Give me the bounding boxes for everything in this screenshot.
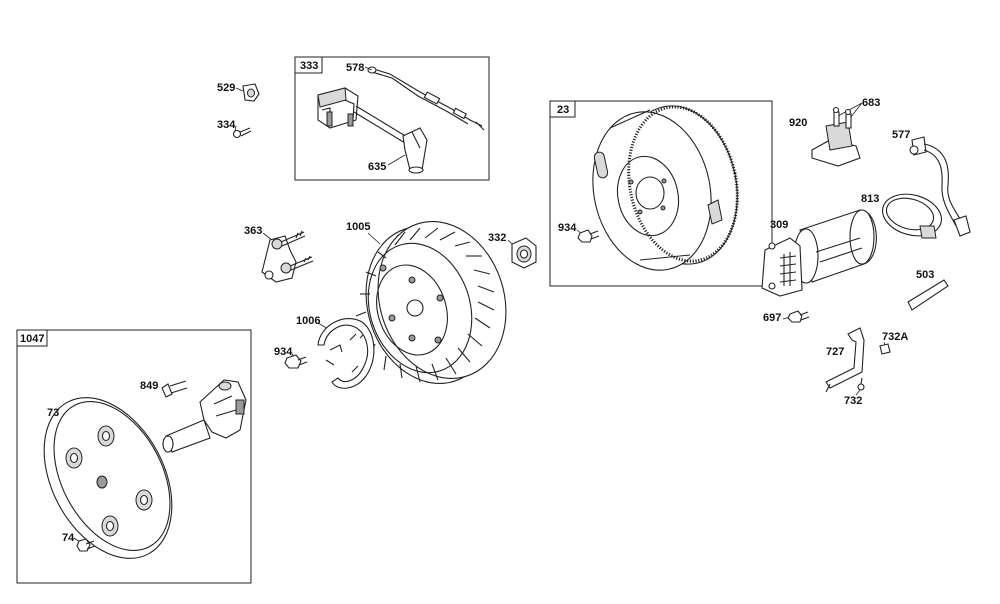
part-1006-ring: 1006 xyxy=(296,315,375,389)
label-727: 727 xyxy=(826,346,844,358)
part-309-starter: 309 xyxy=(761,209,877,297)
label-934-left: 934 xyxy=(274,346,293,358)
group-333: 333 578 635 xyxy=(294,56,490,181)
label-503: 503 xyxy=(916,269,934,281)
part-934-left: 934 xyxy=(274,346,308,369)
label-920: 920 xyxy=(789,117,807,129)
box-23-text: 23 xyxy=(557,104,569,116)
part-732A: 732A xyxy=(879,331,908,355)
label-732: 732 xyxy=(844,395,862,407)
group-23: 23 934 xyxy=(549,100,773,287)
ground-wire xyxy=(367,66,485,131)
label-577: 577 xyxy=(892,129,910,141)
label-635: 635 xyxy=(368,161,386,173)
part-529: 529 xyxy=(217,82,260,102)
recoil-cover xyxy=(43,397,173,559)
part-697: 697 xyxy=(763,310,810,324)
label-74: 74 xyxy=(62,532,75,544)
label-332: 332 xyxy=(488,232,506,244)
part-363: 363 xyxy=(244,225,314,283)
part-577-cable: 577 xyxy=(892,129,971,237)
box-333-tag xyxy=(294,56,323,74)
ignition-module xyxy=(317,87,428,174)
label-934-flywheel: 934 xyxy=(558,222,577,234)
box-1047-tag xyxy=(16,329,48,347)
label-1006: 1006 xyxy=(296,315,320,327)
label-73: 73 xyxy=(47,407,59,419)
label-1005: 1005 xyxy=(346,221,370,233)
label-309: 309 xyxy=(770,219,788,231)
label-578: 578 xyxy=(346,62,364,74)
box-23-tag xyxy=(549,100,576,118)
flywheel xyxy=(592,105,739,271)
label-334: 334 xyxy=(217,119,236,131)
label-849: 849 xyxy=(140,380,158,392)
label-529: 529 xyxy=(217,82,235,94)
part-334: 334 xyxy=(217,119,252,139)
part-920-rectifier: 920 683 xyxy=(789,97,880,167)
part-732: 732 xyxy=(844,377,865,407)
recoil-shaft xyxy=(162,379,247,453)
label-732A: 732A xyxy=(882,331,908,343)
box-333-frame xyxy=(294,56,490,181)
label-813: 813 xyxy=(861,193,879,205)
part-727-bracket: 727 xyxy=(825,327,865,393)
box-1047-frame xyxy=(16,329,252,584)
label-697: 697 xyxy=(763,312,781,324)
part-332-nut: 332 xyxy=(488,232,537,269)
part-1005-fan: 1005 xyxy=(346,220,507,385)
group-1047: 1047 849 73 74 xyxy=(16,329,252,584)
box-23-frame xyxy=(549,100,773,287)
part-813-clamp: 813 xyxy=(861,193,942,239)
box-1047-label: 1047 xyxy=(20,333,44,345)
box-333-label: 333 xyxy=(300,60,318,72)
label-363: 363 xyxy=(244,225,262,237)
part-503: 503 xyxy=(907,269,949,311)
label-683: 683 xyxy=(862,97,880,109)
